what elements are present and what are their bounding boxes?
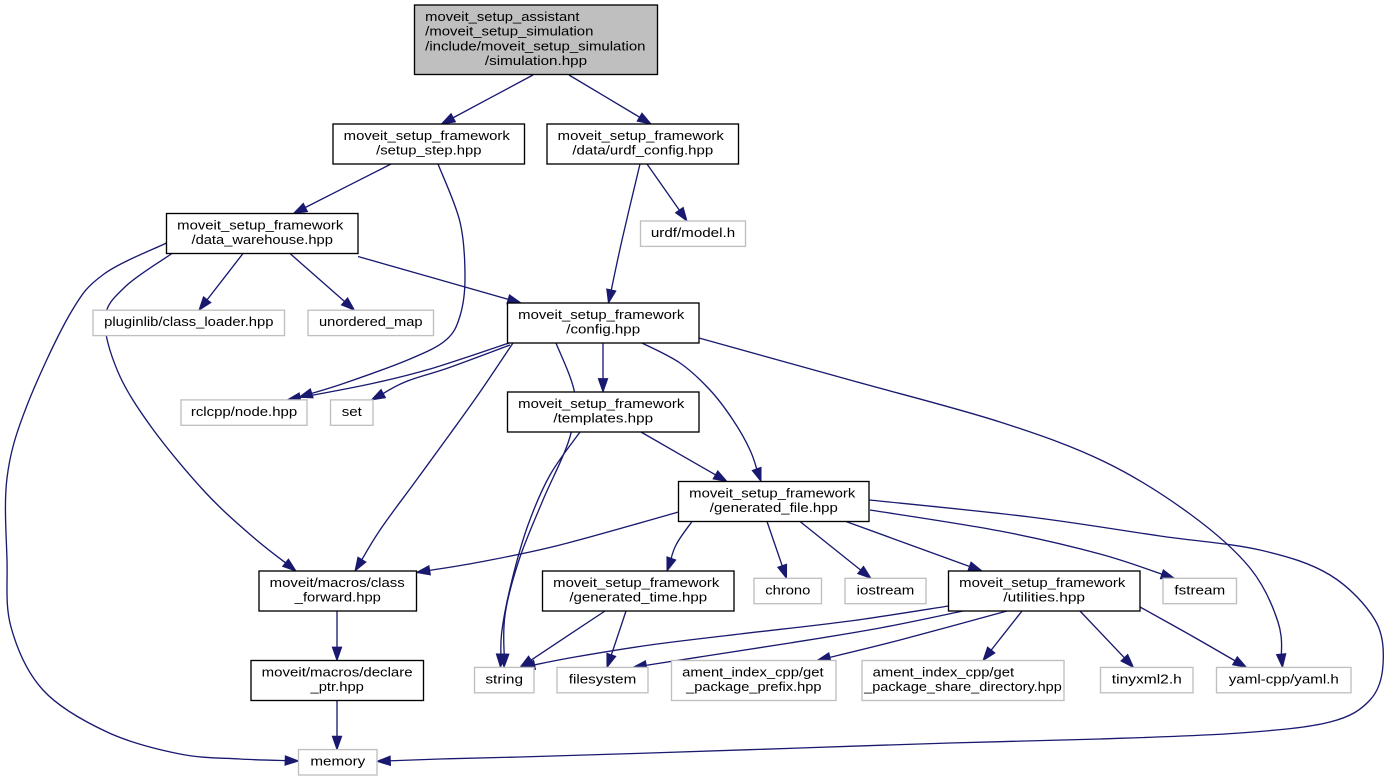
svg-text:rclcpp/node.hpp: rclcpp/node.hpp [191, 404, 297, 419]
svg-text:moveit_setup_framework: moveit_setup_framework [689, 486, 855, 501]
svg-text:moveit_setup_framework: moveit_setup_framework [344, 128, 510, 143]
svg-text:/config.hpp: /config.hpp [566, 322, 640, 337]
svg-text:/templates.hpp: /templates.hpp [553, 411, 653, 426]
svg-text:moveit_setup_framework: moveit_setup_framework [959, 575, 1125, 590]
svg-text:moveit_setup_framework: moveit_setup_framework [518, 307, 684, 322]
svg-text:fstream: fstream [1174, 582, 1225, 597]
svg-text:ament_index_cpp/get: ament_index_cpp/get [873, 665, 1015, 680]
svg-text:/include/moveit_setup_simulati: /include/moveit_setup_simulation [425, 38, 645, 53]
svg-text:string: string [485, 671, 523, 686]
svg-text:_forward.hpp: _forward.hpp [294, 590, 381, 605]
svg-text:pluginlib/class_loader.hpp: pluginlib/class_loader.hpp [104, 314, 273, 329]
svg-text:_package_prefix.hpp: _package_prefix.hpp [685, 679, 821, 694]
svg-text:/utilities.hpp: /utilities.hpp [1003, 590, 1085, 605]
svg-text:/setup_step.hpp: /setup_step.hpp [376, 143, 481, 158]
svg-text:moveit/macros/declare: moveit/macros/declare [262, 665, 413, 680]
svg-text:yaml-cpp/yaml.h: yaml-cpp/yaml.h [1229, 671, 1339, 686]
svg-text:moveit_setup_framework: moveit_setup_framework [518, 396, 684, 411]
svg-text:moveit/macros/class: moveit/macros/class [270, 575, 405, 590]
svg-text:memory: memory [310, 754, 365, 769]
svg-text:iostream: iostream [857, 582, 915, 597]
svg-text:urdf/model.h: urdf/model.h [651, 225, 735, 240]
svg-text:/generated_time.hpp: /generated_time.hpp [569, 590, 707, 605]
svg-text:/data/urdf_config.hpp: /data/urdf_config.hpp [572, 143, 713, 158]
svg-text:/data_warehouse.hpp: /data_warehouse.hpp [192, 232, 333, 247]
svg-text:_ptr.hpp: _ptr.hpp [309, 679, 364, 694]
svg-text:/simulation.hpp: /simulation.hpp [485, 53, 587, 68]
svg-text:moveit_setup_framework: moveit_setup_framework [553, 575, 719, 590]
svg-text:set: set [342, 404, 362, 419]
svg-text:unordered_map: unordered_map [319, 314, 423, 329]
svg-text:moveit_setup_assistant: moveit_setup_assistant [425, 9, 580, 24]
svg-text:_package_share_directory.hpp: _package_share_directory.hpp [863, 679, 1062, 694]
svg-text:/generated_file.hpp: /generated_file.hpp [710, 500, 838, 515]
svg-text:/moveit_setup_simulation: /moveit_setup_simulation [425, 24, 593, 39]
svg-text:moveit_setup_framework: moveit_setup_framework [558, 128, 724, 143]
svg-text:ament_index_cpp/get: ament_index_cpp/get [682, 665, 824, 680]
svg-text:moveit_setup_framework: moveit_setup_framework [177, 218, 343, 233]
svg-text:filesystem: filesystem [569, 671, 637, 686]
svg-text:chrono: chrono [765, 582, 810, 597]
svg-text:tinyxml2.h: tinyxml2.h [1112, 671, 1182, 686]
